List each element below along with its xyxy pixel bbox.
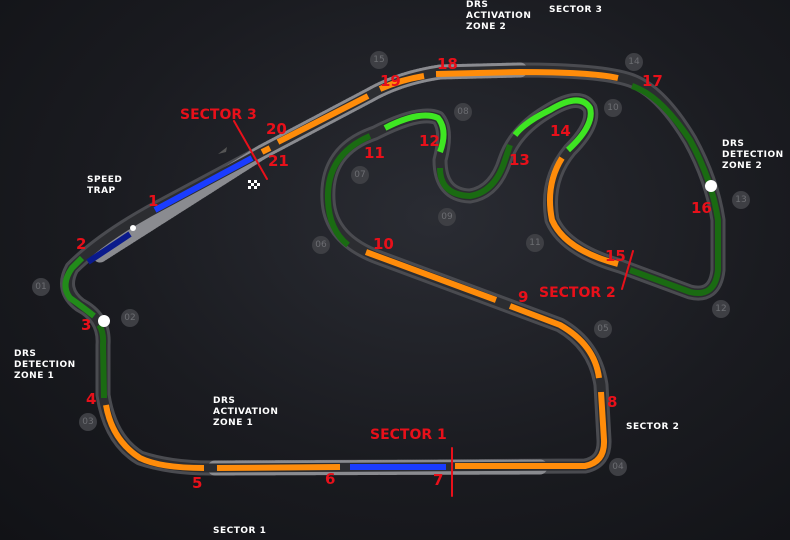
sector-2-line (621, 250, 634, 290)
sector-1-label: SECTOR 1 (213, 526, 267, 536)
sector-2-label: SECTOR 2 (626, 422, 680, 432)
track-kerb-start-straight (92, 62, 528, 263)
speed-trap-point (130, 225, 136, 231)
marker-07: 07 (351, 166, 369, 184)
marker-03: 03 (79, 413, 97, 431)
turn-18: 18 (437, 55, 458, 73)
turn-6: 6 (325, 470, 336, 488)
turn-2: 2 (76, 235, 87, 253)
sector-2-line-label: SECTOR 2 (539, 285, 616, 301)
segment-dark-green (628, 83, 721, 296)
segment-bright-green (383, 112, 447, 154)
turn-7: 7 (433, 471, 444, 489)
marker-13: 13 (732, 191, 750, 209)
marker-09: 09 (438, 208, 456, 226)
segment-bright-green (512, 97, 594, 153)
turn-13: 13 (509, 151, 530, 169)
marker-06: 06 (312, 236, 330, 254)
segment-dark-green (324, 133, 372, 248)
turn-20: 20 (266, 120, 287, 138)
turn-8: 8 (607, 393, 618, 411)
drs-detection-zone-1-label: DRS DETECTION ZONE 1 (14, 349, 76, 381)
sector-3-line-label: SECTOR 3 (180, 107, 257, 123)
turn-19: 19 (380, 72, 401, 90)
turn-9: 9 (518, 288, 529, 306)
segment-orange (276, 93, 370, 145)
segment-dark-green (96, 323, 107, 399)
drs-activation-zone-1-label: DRS ACTIVATION ZONE 1 (213, 396, 279, 428)
speed-trap-label: SPEED TRAP (87, 175, 123, 196)
marker-14: 14 (625, 53, 643, 71)
turn-21: 21 (268, 152, 289, 170)
segment-orange (508, 303, 602, 379)
turn-15: 15 (605, 247, 626, 265)
segment-orange (455, 391, 608, 469)
checkered-flag-icon (248, 180, 260, 189)
segment-dark-green (62, 255, 96, 319)
segment-orange (364, 249, 498, 303)
segment-orange (435, 69, 619, 81)
segment-dark-blue (86, 231, 132, 265)
turn-12: 12 (419, 132, 440, 150)
segment-blue-speed-trap (153, 155, 254, 213)
turn-14: 14 (550, 122, 571, 140)
drs-detection-zone-2-label: DRS DETECTION ZONE 2 (722, 139, 784, 171)
sector-3-label: SECTOR 3 (549, 5, 603, 15)
marker-02: 02 (121, 309, 139, 327)
sector-3-line (233, 120, 268, 180)
segment-orange (103, 404, 205, 471)
marker-15: 15 (370, 51, 388, 69)
segment-dark-green (437, 144, 513, 199)
segment-orange (260, 145, 272, 155)
marker-10: 10 (604, 99, 622, 117)
marker-08: 08 (454, 103, 472, 121)
marker-11: 11 (526, 234, 544, 252)
turn-16: 16 (691, 199, 712, 217)
marker-01: 01 (32, 278, 50, 296)
drs-detection-point-1 (98, 315, 110, 327)
marker-05: 05 (594, 320, 612, 338)
turn-11: 11 (364, 144, 385, 162)
turn-1: 1 (148, 192, 159, 210)
direction-arrow-icon (218, 147, 227, 154)
drs-activation-zone-2-label: DRS ACTIVATION ZONE 2 (466, 0, 532, 32)
marker-04: 04 (609, 458, 627, 476)
turn-17: 17 (642, 72, 663, 90)
segment-orange (547, 156, 619, 267)
marker-12: 12 (712, 300, 730, 318)
turn-10: 10 (373, 235, 394, 253)
segment-orange (216, 464, 341, 471)
turn-5: 5 (192, 474, 203, 492)
turn-3: 3 (81, 316, 92, 334)
segment-orange (378, 73, 425, 92)
drs-detection-point-2 (705, 180, 717, 192)
turn-4: 4 (86, 390, 97, 408)
sector-1-line-label: SECTOR 1 (370, 427, 447, 443)
